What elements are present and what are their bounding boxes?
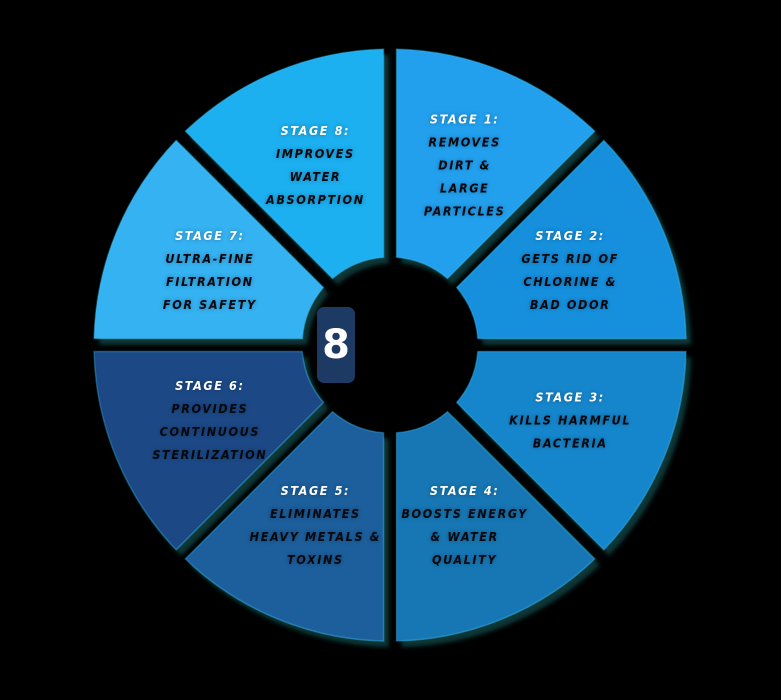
stage-description-line: GETS RID OF bbox=[521, 251, 619, 267]
stage-description-line: ULTRA-FINE bbox=[165, 251, 255, 267]
stage-description-line: ABSORPTION bbox=[266, 191, 365, 207]
stage-description-line: STERILIZATION bbox=[152, 446, 268, 462]
stage-description-line: BACTERIA bbox=[532, 435, 608, 451]
stage-description-line: DIRT & bbox=[438, 157, 491, 173]
stage-title: STAGE 7: bbox=[175, 228, 245, 244]
stage-description-line: FILTRATION bbox=[166, 274, 254, 290]
stage-2-label: STAGE 2: GETS RID OF CHLORINE & BAD ODOR bbox=[521, 224, 619, 316]
stage-title: STAGE 4: bbox=[429, 483, 500, 499]
stage-description-line: BAD ODOR bbox=[529, 297, 611, 313]
stage-segment-8 bbox=[184, 48, 385, 280]
stage-description-line: PROVIDES bbox=[171, 400, 249, 416]
stage-title: STAGE 1: bbox=[429, 111, 500, 127]
stage-description-line: BOOSTS ENERGY bbox=[401, 506, 528, 522]
center-count-badge: 8 bbox=[317, 307, 355, 383]
stage-segment-2 bbox=[455, 139, 687, 340]
stage-title: STAGE 2: bbox=[535, 228, 605, 244]
stage-description-line: TOXINS bbox=[286, 552, 344, 568]
stage-segment-6 bbox=[93, 350, 325, 551]
stage-6-label: STAGE 6: PROVIDES CONTINUOUS STERILIZATION bbox=[152, 374, 267, 466]
stage-3-label: STAGE 3: KILLS HARMFUL BACTERIA bbox=[509, 385, 631, 454]
stage-description-line: & WATER bbox=[430, 529, 499, 545]
stage-description-line: QUALITY bbox=[432, 552, 498, 568]
stage-description-line: LARGE bbox=[439, 180, 490, 196]
stage-segment-4 bbox=[395, 410, 596, 642]
stage-segment-1 bbox=[395, 48, 596, 280]
stage-description-line: CONTINUOUS bbox=[159, 423, 261, 439]
stage-7-label: STAGE 7: ULTRA-FINE FILTRATION FOR SAFETY bbox=[163, 224, 257, 316]
stage-segment-3 bbox=[455, 350, 687, 551]
stage-description-line: PARTICLES bbox=[423, 203, 506, 219]
stage-1-label: STAGE 1: REMOVES DIRT & LARGE PARTICLES bbox=[424, 107, 505, 222]
stage-segment-5 bbox=[184, 410, 385, 642]
stage-description-line: HEAVY METALS & bbox=[249, 529, 382, 545]
stage-8-label: STAGE 8: IMPROVES WATER ABSORPTION bbox=[266, 119, 365, 211]
stage-segment-7 bbox=[93, 139, 325, 340]
stage-description-line: REMOVES bbox=[428, 134, 501, 150]
stage-title: STAGE 3: bbox=[535, 389, 605, 405]
stage-description-line: FOR SAFETY bbox=[162, 297, 257, 313]
stage-title: STAGE 8: bbox=[280, 122, 351, 138]
stage-5-label: STAGE 5: ELIMINATES HEAVY METALS & TOXINS bbox=[250, 479, 381, 571]
stage-title: STAGE 5: bbox=[280, 483, 351, 499]
stage-description-line: WATER bbox=[289, 168, 342, 184]
stage-description-line: CHLORINE & bbox=[523, 274, 617, 290]
stage-description-line: ELIMINATES bbox=[269, 506, 361, 522]
stage-description-line: KILLS HARMFUL bbox=[509, 412, 632, 428]
stage-description-line: IMPROVES bbox=[276, 145, 355, 161]
stage-4-label: STAGE 4: BOOSTS ENERGY & WATER QUALITY bbox=[401, 479, 528, 571]
stage-title: STAGE 6: bbox=[175, 377, 245, 393]
